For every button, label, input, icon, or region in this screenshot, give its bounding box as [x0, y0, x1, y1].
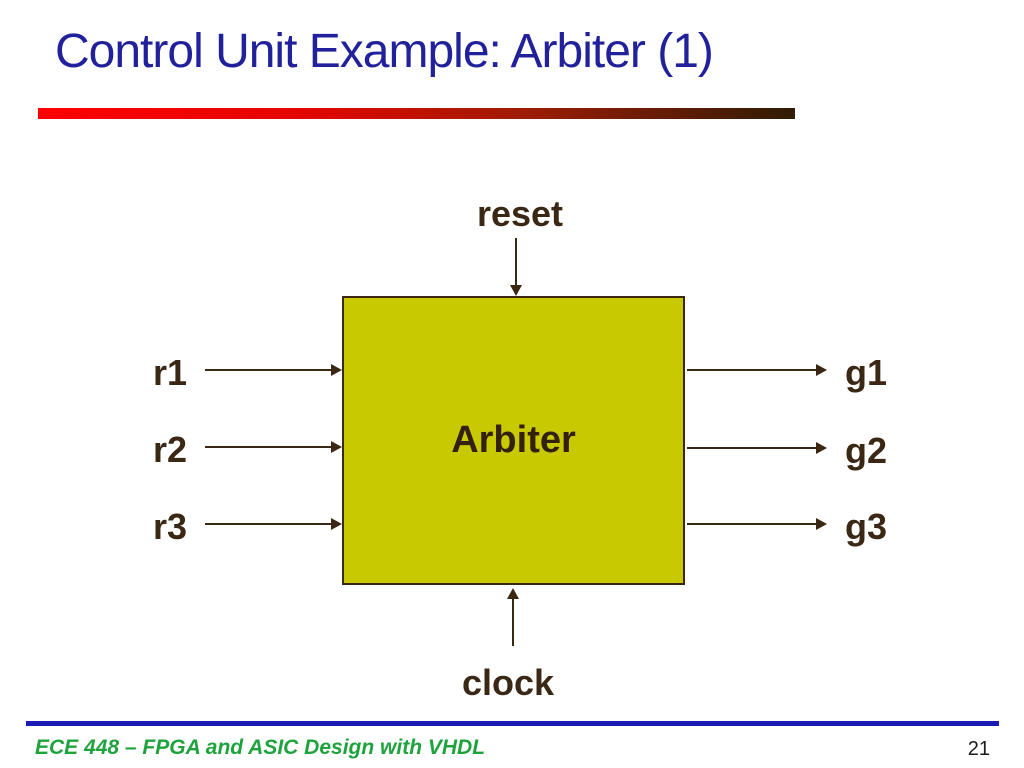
port-label-clock: clock [461, 662, 555, 703]
arrow-g2-icon [687, 442, 827, 454]
footer-divider-line [26, 721, 999, 726]
title-accent-bar [38, 108, 795, 119]
arrowhead-right-icon [816, 442, 827, 454]
arrow-clock-icon [507, 588, 519, 646]
arrow-r3-icon [205, 518, 342, 530]
port-label-reset: reset [476, 193, 564, 234]
arrow-reset-icon [510, 238, 522, 296]
arrowhead-right-icon [816, 364, 827, 376]
slide-title: Control Unit Example: Arbiter (1) [55, 25, 714, 78]
arrow-shaft [687, 369, 816, 371]
port-label-g2: g2 [845, 430, 888, 471]
arrowhead-down-icon [510, 285, 522, 296]
arrowhead-right-icon [816, 518, 827, 530]
port-label-r2: r2 [152, 429, 188, 470]
port-label-g3: g3 [845, 506, 888, 547]
arrowhead-right-icon [331, 518, 342, 530]
arrow-shaft [515, 238, 517, 285]
arrow-shaft [205, 523, 331, 525]
arrowhead-up-icon [507, 588, 519, 599]
arrow-r1-icon [205, 364, 342, 376]
arrow-shaft [205, 369, 331, 371]
arrow-r2-icon [205, 441, 342, 453]
arrow-shaft [205, 446, 331, 448]
footer-course-label: ECE 448 – FPGA and ASIC Design with VHDL [35, 736, 486, 759]
port-label-r3: r3 [152, 506, 188, 547]
arrow-shaft [512, 599, 514, 646]
arrow-g1-icon [687, 364, 827, 376]
arrowhead-right-icon [331, 441, 342, 453]
arrow-shaft [687, 523, 816, 525]
port-label-g1: g1 [845, 352, 888, 393]
page-number: 21 [967, 738, 990, 760]
port-label-r1: r1 [152, 352, 188, 393]
arbiter-block: Arbiter [342, 296, 685, 585]
arrow-g3-icon [687, 518, 827, 530]
arrowhead-right-icon [331, 364, 342, 376]
arrow-shaft [687, 447, 816, 449]
arbiter-block-label: Arbiter [451, 419, 576, 461]
